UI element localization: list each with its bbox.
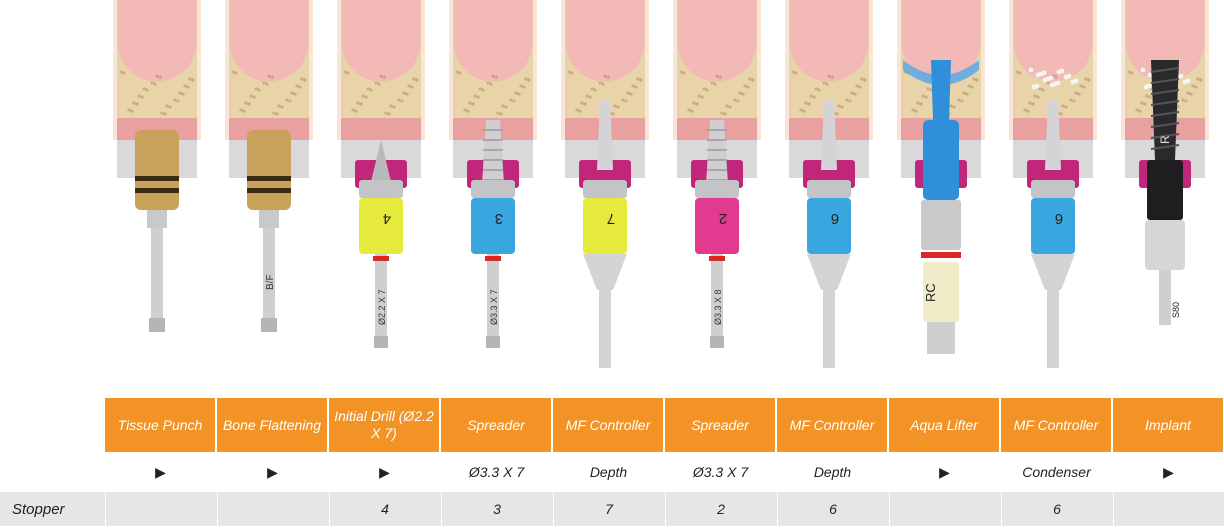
step-name-cell: Aqua Lifter [889, 398, 1000, 452]
stopper-value-cell [105, 492, 216, 526]
step-name-cell: MF Controller [1001, 398, 1112, 452]
step-illustration: RC [889, 0, 999, 390]
controller-instrument-icon: 6 [777, 0, 887, 390]
stopper-value-cell: 2 [665, 492, 776, 526]
svg-text:B/F: B/F [265, 274, 276, 290]
svg-text:RC: RC [923, 283, 938, 302]
svg-text:Ø2.2 X 7: Ø2.2 X 7 [377, 289, 387, 325]
controller-instrument-icon: 7 [553, 0, 663, 390]
step-spec-cell: Depth [777, 454, 888, 490]
step-illustration: 6 [777, 0, 887, 390]
svg-text:4: 4 [383, 210, 391, 227]
step-illustration [105, 0, 215, 390]
step-name-cell: Bone Flattening [217, 398, 328, 452]
svg-text:6: 6 [831, 210, 839, 227]
stopper-value-cell: 4 [329, 492, 440, 526]
spreader-instrument-icon: 3Ø3.3 X 7 [441, 0, 551, 390]
spreader-instrument-icon: 2Ø3.3 X 8 [665, 0, 775, 390]
step-name-cell: Implant [1113, 398, 1224, 452]
implant-instrument-icon: R S80 [1113, 0, 1223, 390]
play-arrow-icon: ▶ [329, 454, 440, 490]
stopper-row-label: Stopper [0, 492, 105, 526]
step-illustration: 6 [1001, 0, 1111, 390]
step-illustration: 7 [553, 0, 663, 390]
svg-text:S80: S80 [1171, 302, 1181, 318]
condenser-instrument-icon: 6 [1001, 0, 1111, 390]
step-name-cell: Tissue Punch [105, 398, 216, 452]
step-name-cell: Spreader [665, 398, 776, 452]
svg-text:2: 2 [719, 210, 727, 227]
stopper-value-cell: 7 [553, 492, 664, 526]
step-name-cell: MF Controller [777, 398, 888, 452]
play-arrow-icon: ▶ [217, 454, 328, 490]
step-name-cell: Spreader [441, 398, 552, 452]
stopper-value-cell [1113, 492, 1224, 526]
step-name-cell: MF Controller [553, 398, 664, 452]
svg-text:R: R [1158, 135, 1172, 144]
stopper-value-cell [889, 492, 1000, 526]
flatten-instrument-icon: B/F [217, 0, 327, 390]
svg-text:6: 6 [1055, 210, 1063, 227]
drill-instrument-icon: 4Ø2.2 X 7 [329, 0, 439, 390]
step-spec-cell: Ø3.3 X 7 [441, 454, 552, 490]
stopper-value-cell: 3 [441, 492, 552, 526]
step-illustration: B/F [217, 0, 327, 390]
step-name-cell: Initial Drill (Ø2.2 X 7) [329, 398, 440, 452]
stopper-value-cell [217, 492, 328, 526]
aqua-instrument-icon: RC [889, 0, 999, 390]
step-spec-cell: Condenser [1001, 454, 1112, 490]
svg-text:3: 3 [495, 210, 503, 227]
svg-text:Ø3.3 X 8: Ø3.3 X 8 [713, 289, 723, 325]
play-arrow-icon: ▶ [105, 454, 216, 490]
punch-instrument-icon [105, 0, 215, 390]
svg-text:Ø3.3 X 7: Ø3.3 X 7 [489, 289, 499, 325]
stopper-value-cell: 6 [777, 492, 888, 526]
step-spec-cell: Ø3.3 X 7 [665, 454, 776, 490]
svg-text:7: 7 [607, 210, 615, 227]
stopper-value-cell: 6 [1001, 492, 1112, 526]
play-arrow-icon: ▶ [1113, 454, 1224, 490]
step-illustration: R S80 [1113, 0, 1223, 390]
play-arrow-icon: ▶ [889, 454, 1000, 490]
step-spec-cell: Depth [553, 454, 664, 490]
